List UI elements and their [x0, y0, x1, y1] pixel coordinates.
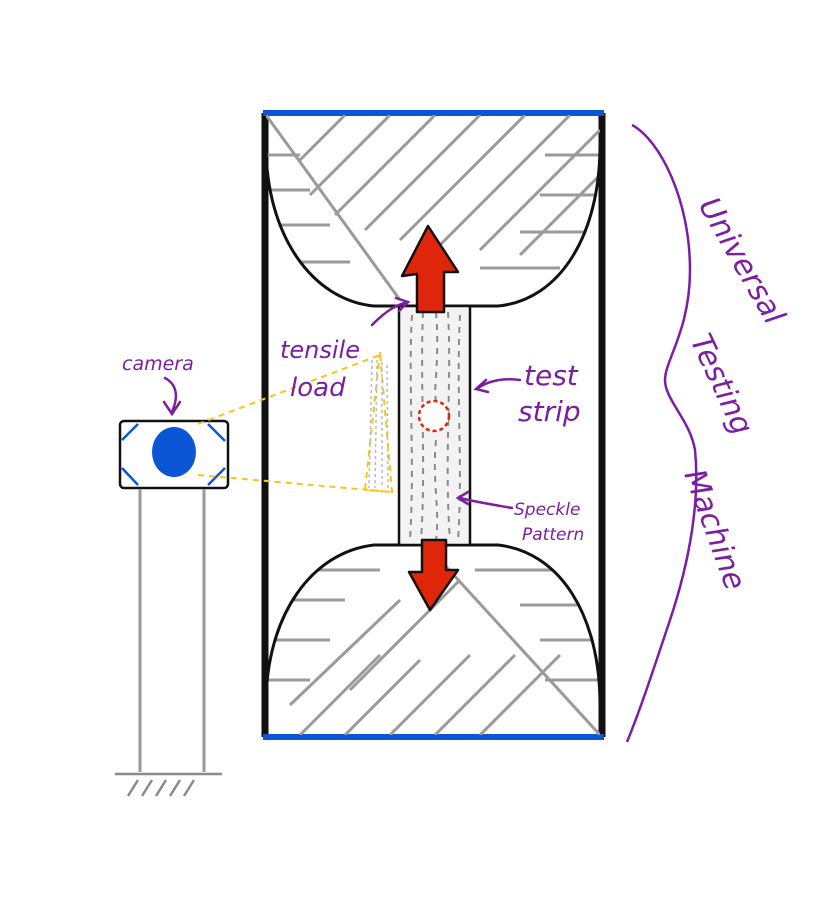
tensile-load-arrow-up — [400, 224, 460, 314]
machine-frame — [261, 110, 606, 740]
speckle-pointer-arrow — [458, 496, 514, 510]
specimen-hole — [417, 399, 451, 433]
ground-hatch-icon — [115, 772, 222, 797]
test-strip-label-line2: strip — [518, 395, 581, 428]
speckle-pattern-label-line2: Pattern — [522, 525, 584, 545]
speckle-pattern-label-line1: Speckle — [514, 500, 580, 520]
machine-label-line2: Testing — [683, 329, 760, 441]
tensile-load-label-line2: load — [290, 373, 346, 403]
camera-label: camera — [122, 353, 194, 375]
test-strip — [397, 304, 472, 547]
test-strip-pointer-arrow — [476, 378, 522, 390]
test-strip-label-line1: test — [524, 359, 579, 392]
projected-speckle — [368, 359, 389, 489]
tensile-load-arrow-down — [407, 538, 460, 612]
tensile-load-label-line1: tensile — [280, 336, 360, 364]
machine-label-line3: Machine — [676, 465, 752, 595]
camera-field-of-view — [197, 351, 394, 494]
machine-label-line1: Universal — [691, 192, 792, 331]
machine-brace — [625, 123, 698, 743]
camera-icon — [118, 419, 230, 490]
camera-stand — [138, 489, 206, 772]
camera-lens — [152, 427, 196, 477]
bottom-grip — [264, 543, 602, 735]
tensile-pointer-arrow — [370, 300, 410, 327]
camera-pointer-arrow — [163, 376, 178, 414]
